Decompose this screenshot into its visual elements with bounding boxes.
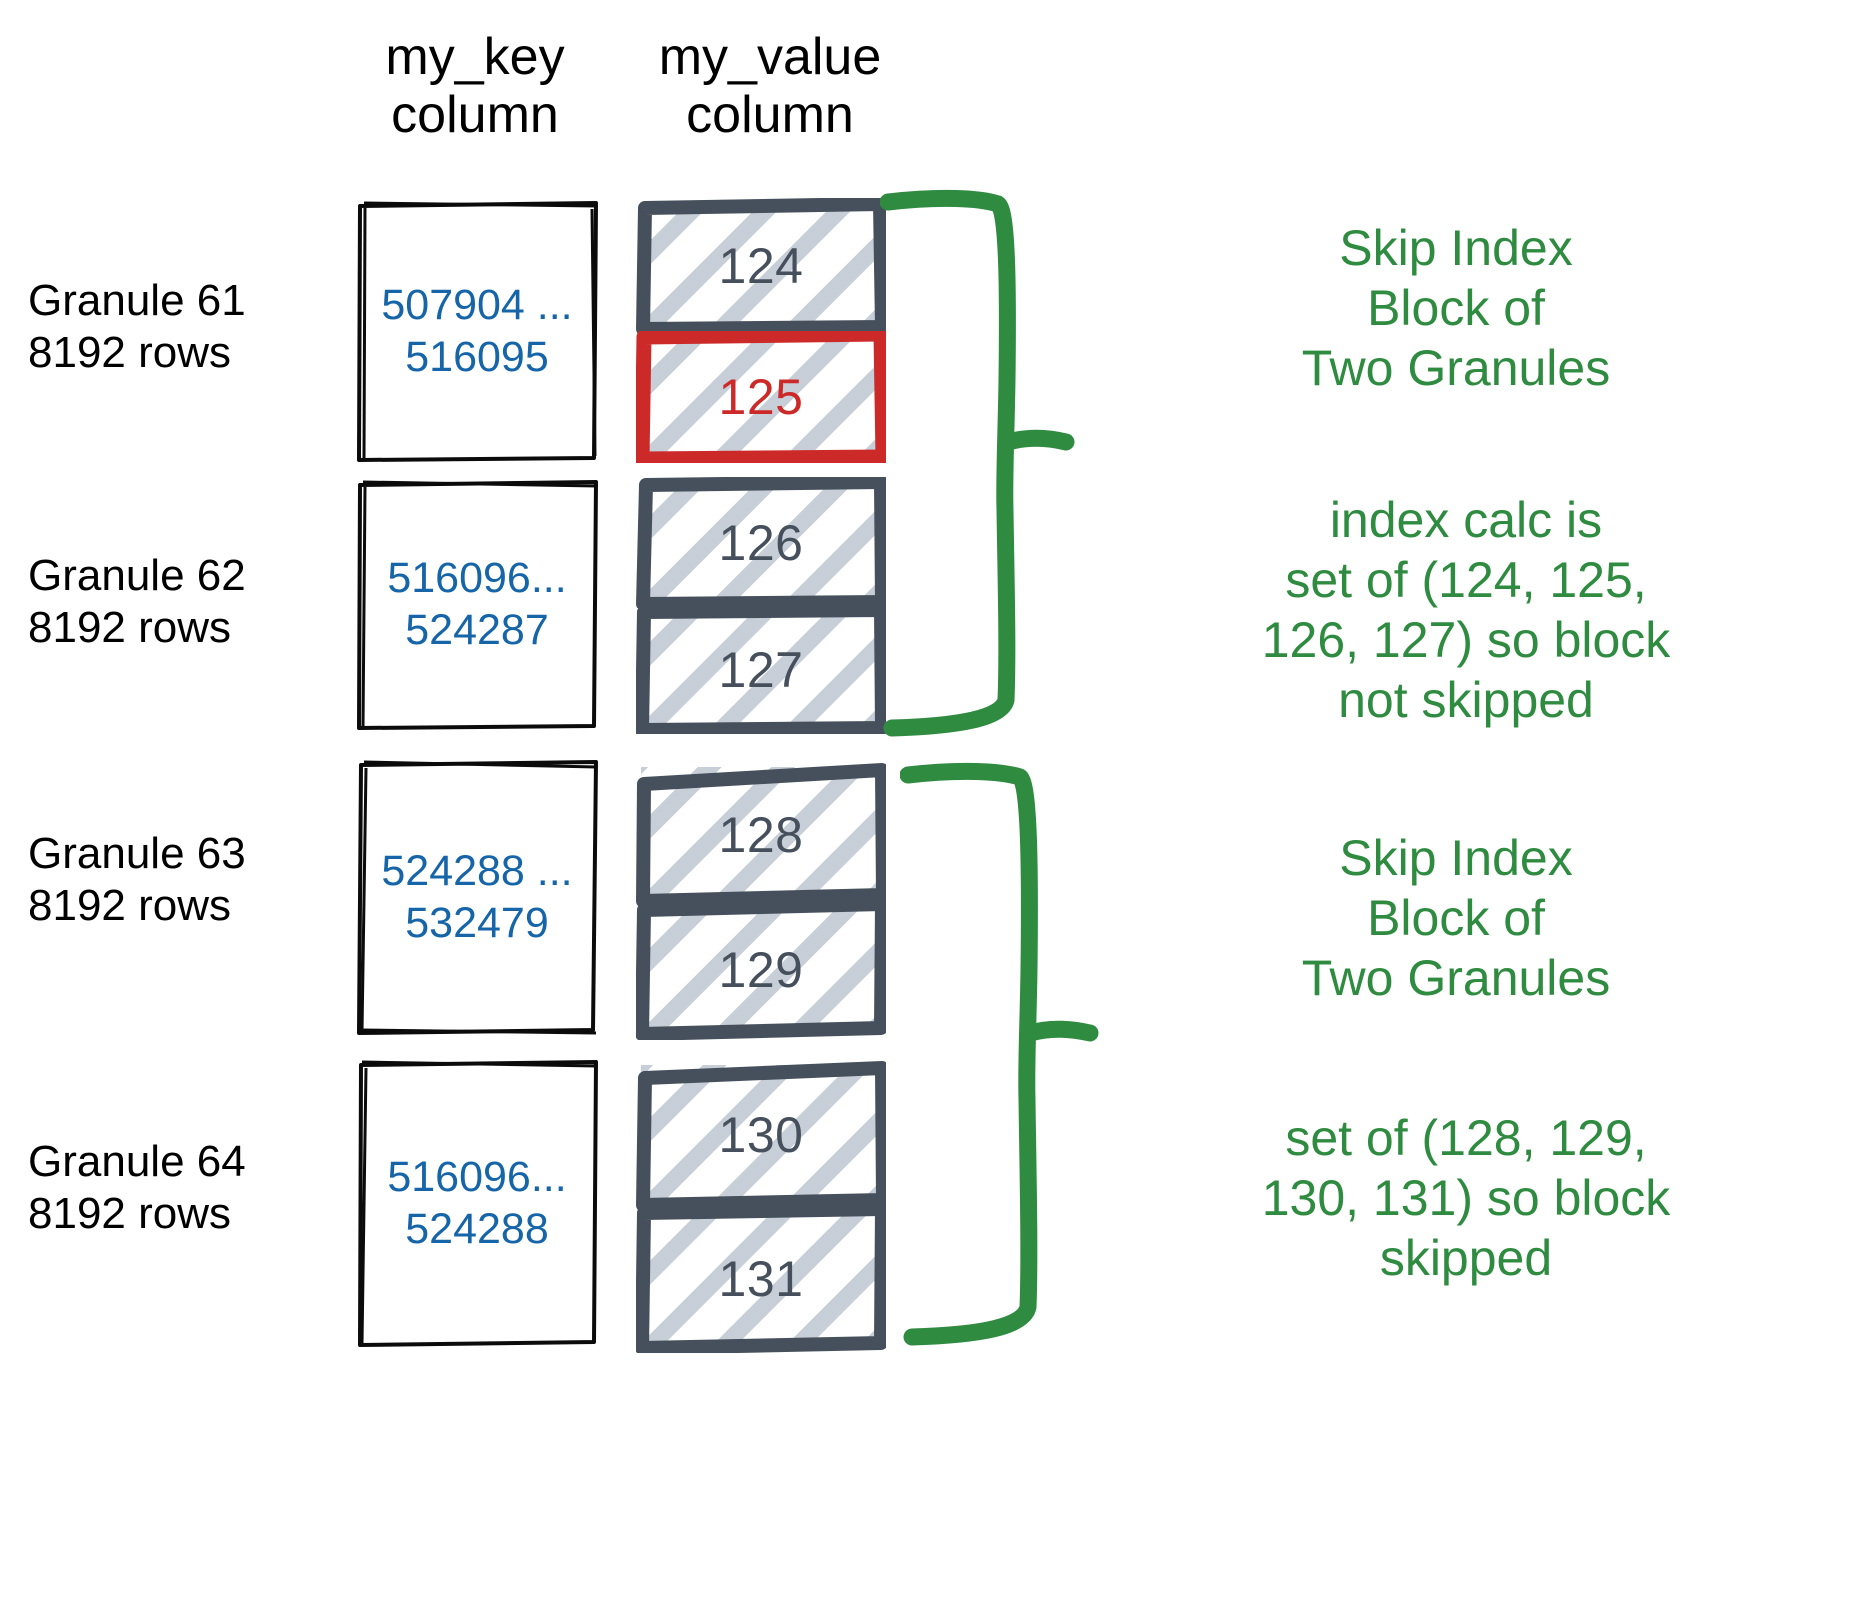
annotation-skip-index-block-2: Skip Index Block of Two Granules xyxy=(1301,830,1611,1006)
hatch-pattern xyxy=(641,1065,881,1205)
value-cell-126: 126 xyxy=(636,477,886,608)
sketch-rectangle-icon xyxy=(636,477,886,608)
key-box-granule-61: 507904 ... 516095 xyxy=(356,200,598,462)
sketch-rectangle-icon xyxy=(357,201,598,462)
hatch-pattern xyxy=(641,767,881,902)
sketch-rectangle-highlight-icon xyxy=(636,331,886,463)
value-cell-128: 128 xyxy=(636,762,886,907)
value-cell-129: 129 xyxy=(636,900,886,1040)
granule-label-62: Granule 62 8192 rows xyxy=(28,551,246,652)
key-box-granule-64: 516096... 524288 xyxy=(356,1058,598,1348)
value-text: 131 xyxy=(718,1251,804,1307)
hatch-pattern xyxy=(641,611,881,729)
value-text: 125 xyxy=(718,369,804,425)
value-cell-124: 124 xyxy=(636,198,886,333)
granule-label-63: Granule 63 8192 rows xyxy=(28,829,246,930)
annotation-index-calc-not-skipped: index calc is set of (124, 125, 126, 127… xyxy=(1261,492,1671,728)
key-range-granule-62: 516096... 524287 xyxy=(387,553,567,654)
sketch-rectangle-icon xyxy=(357,760,598,1035)
value-cell-130: 130 xyxy=(636,1060,886,1210)
hatch-pattern xyxy=(641,1210,881,1348)
sketch-rectangle-icon xyxy=(636,198,886,333)
skip-index-block-brace-1 xyxy=(880,189,1075,737)
sketch-rectangle-icon xyxy=(358,1060,598,1347)
key-range-granule-64: 516096... 524288 xyxy=(387,1152,567,1253)
sketch-rectangle-icon xyxy=(636,1205,886,1353)
sketch-rectangle-icon xyxy=(357,480,598,730)
granule-label-61: Granule 61 8192 rows xyxy=(28,276,246,377)
hatch-pattern xyxy=(641,336,881,458)
value-text: 127 xyxy=(718,642,804,698)
value-text: 128 xyxy=(718,806,804,863)
value-text: 130 xyxy=(718,1107,804,1163)
annotation-skip-index-block-1: Skip Index Block of Two Granules xyxy=(1301,220,1611,396)
hatch-pattern xyxy=(641,905,881,1035)
sketch-rectangle-icon xyxy=(636,606,886,734)
hatch-pattern xyxy=(641,203,881,328)
value-cell-131: 131 xyxy=(636,1205,886,1353)
column-header-my-value: my_value column xyxy=(658,28,882,145)
key-box-granule-62: 516096... 524287 xyxy=(356,478,598,730)
value-cell-127: 127 xyxy=(636,606,886,734)
key-box-granule-63: 524288 ... 532479 xyxy=(356,758,598,1036)
hatch-pattern xyxy=(641,482,881,603)
key-range-granule-63: 524288 ... 532479 xyxy=(381,846,573,947)
value-text: 124 xyxy=(718,237,804,294)
value-text: 126 xyxy=(718,514,804,571)
column-header-my-key: my_key column xyxy=(385,28,565,145)
annotation-index-calc-skipped: set of (128, 129, 130, 131) so block ski… xyxy=(1261,1110,1671,1286)
sketch-rectangle-icon xyxy=(636,1061,886,1210)
sketch-rectangle-icon xyxy=(636,763,886,907)
value-cell-125-highlighted: 125 xyxy=(636,331,886,463)
value-text: 129 xyxy=(718,942,804,998)
key-range-granule-61: 507904 ... 516095 xyxy=(381,280,573,381)
sketch-rectangle-icon xyxy=(636,900,886,1040)
skip-index-block-brace-2 xyxy=(900,762,1099,1346)
granule-label-64: Granule 64 8192 rows xyxy=(28,1137,246,1238)
